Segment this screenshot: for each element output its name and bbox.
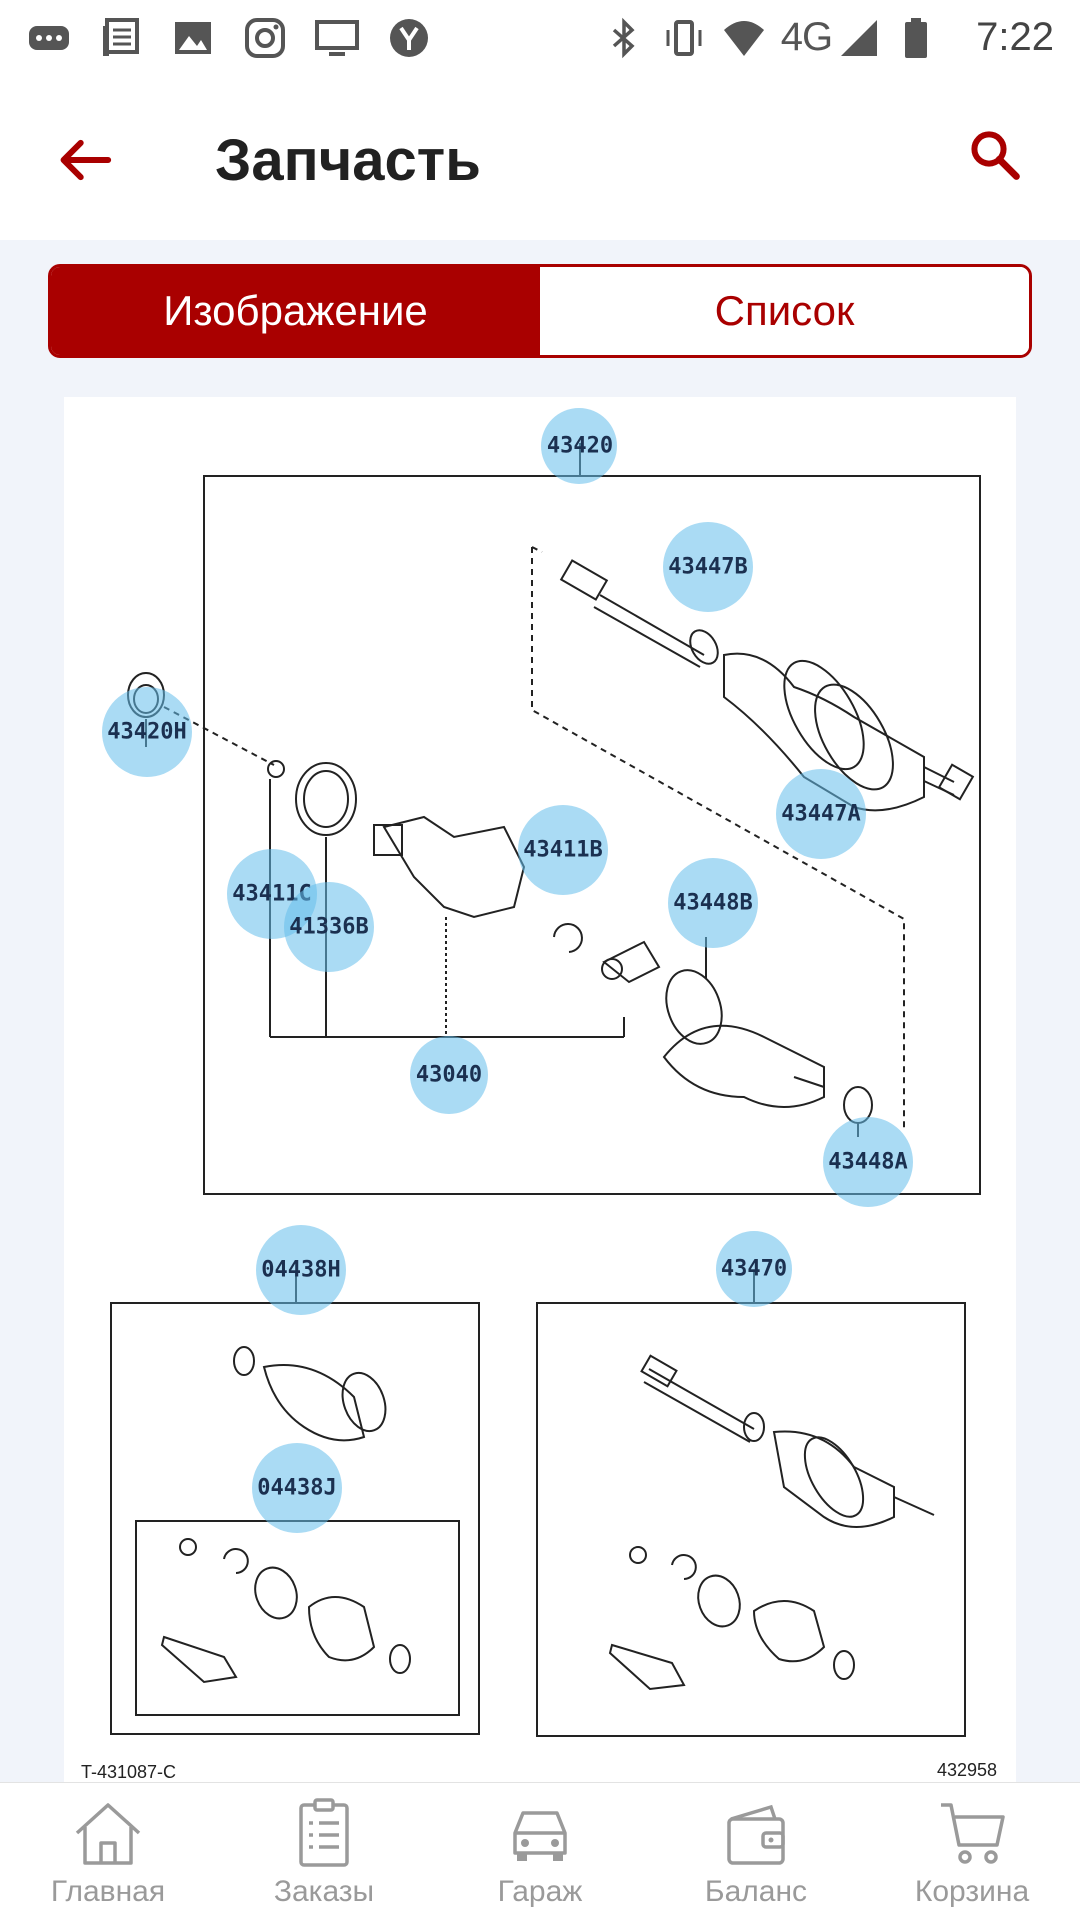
callout-43420h[interactable] [102,687,192,777]
nav-garage-label: Гараж [497,1875,583,1908]
nav-cart-label: Корзина [914,1875,1030,1908]
cell-signal-icon [836,15,882,61]
kit-frame-inner [135,1520,460,1716]
page-title: Запчасть [215,128,481,193]
gallery-icon [170,15,216,61]
part-code-43448b: 43448B [673,890,753,916]
nav-balance[interactable]: Баланс [648,1783,864,1920]
diagram-drawing [110,443,981,1737]
battery-icon [896,15,942,61]
diagram-ref-left: T-431087-C [81,1762,177,1782]
diagram-ref-right: 432958 [937,1760,998,1780]
nav-orders-label: Заказы [273,1875,375,1908]
callout-43448b[interactable] [668,858,758,948]
nav-balance-label: Баланс [704,1875,808,1908]
callout-04438j[interactable] [252,1443,342,1533]
tab-image[interactable]: Изображение [51,267,540,355]
callout-43447b[interactable] [663,522,753,612]
part-code-43420: 43420 [546,433,614,459]
wifi-icon [721,15,767,61]
callout-43448a[interactable] [823,1117,913,1207]
back-button[interactable] [50,125,120,195]
status-bar: 4G 7:22 [0,0,1080,75]
part-code-43447b: 43447B [668,554,748,580]
nav-cart[interactable]: Корзина [864,1783,1080,1920]
drive-shaft-drawing [559,559,975,812]
part-code-43470: 43470 [720,1256,788,1282]
nav-home[interactable]: Главная [0,1783,216,1920]
clock: 7:22 [976,15,1054,59]
callout-43447a[interactable] [776,769,866,859]
part-code-43420h: 43420H [107,719,187,745]
more-notifications-icon [26,15,72,61]
nav-home-label: Главная [50,1875,166,1908]
home-icon [75,1803,141,1865]
vibrate-icon [661,15,707,61]
search-button[interactable] [960,120,1030,190]
yandex-browser-icon [386,15,432,61]
monitor-icon [314,15,360,61]
bottom-navigation: Главная Заказы Гараж Баланс [0,1782,1080,1920]
part-code-43411b: 43411B [523,837,603,863]
wallet-icon [727,1804,785,1865]
part-code-43040: 43040 [415,1062,483,1088]
network-type: 4G [780,15,833,59]
callout-04438h[interactable] [256,1225,346,1315]
callout-43420[interactable] [541,408,617,484]
part-code-04438j: 04438J [257,1475,337,1501]
callout-41336b[interactable] [284,882,374,972]
search-icon [971,131,1020,180]
parts-diagram[interactable]: 43420 43447B 43420H 43447A 43411B 43411C… [64,397,1016,1782]
app-bar: Запчасть [0,75,1080,240]
callout-43411b[interactable] [518,805,608,895]
kit-frame-right [536,1302,966,1737]
part-code-04438h: 04438H [261,1257,341,1283]
car-icon [513,1811,567,1861]
instagram-icon [242,15,288,61]
part-code-41336b: 41336B [289,914,369,940]
part-code-43448a: 43448A [828,1149,908,1175]
view-mode-toggle: Изображение Список [48,264,1032,358]
part-code-43447a: 43447A [781,801,861,827]
callout-43040[interactable] [410,1036,488,1114]
news-icon [98,15,144,61]
nav-orders[interactable]: Заказы [216,1783,432,1920]
arrow-back-icon [60,139,112,181]
cart-icon [941,1803,1005,1864]
callout-43470[interactable] [716,1231,792,1307]
tab-list[interactable]: Список [540,267,1029,355]
nav-garage[interactable]: Гараж [432,1783,648,1920]
clipboard-icon [299,1798,349,1867]
bluetooth-icon [601,15,647,61]
